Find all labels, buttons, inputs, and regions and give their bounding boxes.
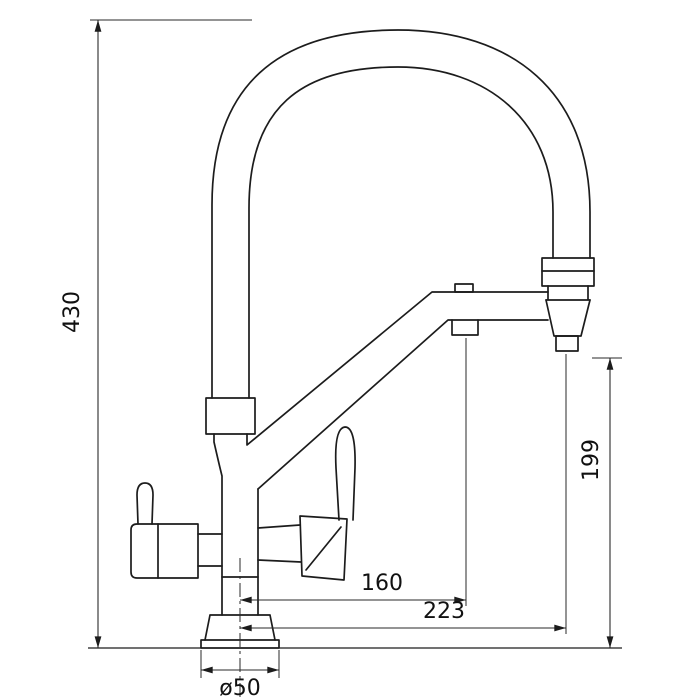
- spray-neck: [545, 285, 591, 301]
- faucet-outline: [130, 29, 595, 649]
- spout-arm-lower-edge: [257, 319, 549, 490]
- right-handle-body: [299, 515, 348, 581]
- spray-tip: [555, 335, 579, 352]
- right-lever: [334, 426, 356, 521]
- dimension-outlet-height: 199: [579, 357, 622, 648]
- spring-hose-outer: [211, 29, 591, 399]
- left-handle-neck: [197, 533, 223, 567]
- dim-label-160: 160: [361, 571, 403, 596]
- arm-clip: [454, 283, 474, 293]
- dim-label-199: 199: [579, 439, 604, 481]
- spray-head-body: [545, 299, 591, 337]
- dimension-overall-height: 430: [60, 19, 252, 648]
- left-lever: [136, 482, 154, 525]
- dim-label-50: ø50: [219, 676, 260, 700]
- hose-ferrule: [205, 397, 256, 435]
- body-left-edge: [213, 433, 223, 616]
- dimension-spray-reach: 223: [240, 354, 567, 634]
- dim-label-223: 223: [423, 599, 465, 624]
- right-handle-accent: [305, 526, 342, 571]
- dimension-spout-reach: 160: [240, 338, 467, 606]
- left-handle-body: [130, 523, 199, 579]
- spout-outlet: [451, 319, 479, 336]
- dim-label-430: 430: [60, 291, 85, 333]
- spring-hose-inner: [248, 66, 554, 399]
- spout-arm-upper-edge: [246, 291, 549, 446]
- spray-coupling-nut: [541, 257, 595, 287]
- right-handle-neck: [257, 524, 302, 563]
- dimension-base-diameter: ø50: [200, 650, 280, 700]
